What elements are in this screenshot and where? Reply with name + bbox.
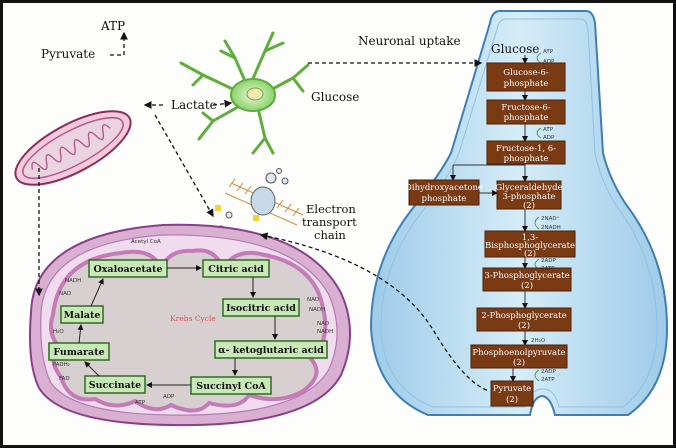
krebs-arrows [77, 265, 278, 388]
adp2-label: ADP [543, 135, 555, 141]
atp4-label: 2ATP [541, 377, 555, 383]
electron-transport-chain [215, 168, 304, 233]
krebs-cofactors: NADH NAD H₂O FADH₂ FAD NAD NADH NAD NADH… [53, 278, 333, 406]
oxaloacetate-text: Oxaloacetate [93, 264, 162, 275]
glycolysis-arrows [450, 55, 528, 382]
krebs-nadh-r: NADH [309, 307, 325, 313]
krebs-nad-r2: NAD [317, 321, 329, 327]
g6p-text-2: phosphate [504, 79, 549, 89]
box-fructose-1-6-phosphate [486, 140, 566, 165]
bpg-text-1: 1,3- [522, 233, 539, 243]
box-3-phosphoglycerate [482, 267, 572, 292]
box-malate [60, 305, 104, 324]
krebs-fadh: FADH₂ [53, 362, 70, 368]
fumarate-text: Fumarate [53, 347, 104, 358]
adp4-label: 2ADP [541, 369, 556, 375]
nadh-label: 2NADH [541, 225, 561, 231]
neuron [179, 31, 310, 155]
glucose-top-label: Glucose [491, 42, 539, 56]
box-citric-acid [202, 259, 270, 278]
krebs-adp: ADP [163, 394, 175, 400]
box-alpha-ketoglutaric-acid [214, 340, 328, 359]
box-pyruvate [490, 380, 534, 407]
g3p-text-2: 3-phosphate [502, 192, 555, 202]
g3p-text-3: (2) [523, 200, 535, 211]
mitochondrion-large [29, 223, 351, 427]
box-dihydroxyacetone-phosphate [408, 179, 480, 206]
krebs-cycle: Oxaloacetate Citric acid Isocitric acid … [48, 259, 328, 395]
krebs-nad-r: NAD [307, 297, 319, 303]
atp-in-label: ATP [543, 49, 554, 55]
f6p-text-1: Fructose-6- [501, 103, 550, 113]
g3p-text-1: Glyceraldehyde [495, 183, 562, 193]
neuronal-uptake-label: Neuronal uptake [358, 34, 461, 48]
krebs-atp: ATP [135, 400, 146, 406]
dashed-connectors [35, 31, 490, 392]
pyr-text-1: Pyruvate [493, 384, 531, 394]
pg3-text-2: (2) [521, 280, 533, 291]
atp3-label: 2ATP [541, 266, 555, 272]
glycolysis-cofactors: ATP ADP ATP ADP 2NAD⁺ 2NADH 2ADP 2ATP 2H… [531, 49, 561, 383]
f16bp-text-1: Fructose-1, 6- [496, 144, 556, 154]
malate-text: Malate [64, 310, 101, 321]
box-bisphosphoglycerate [484, 230, 576, 258]
krebs-nadh-r2: NADH [317, 329, 333, 335]
succinate-text: Succinate [89, 380, 141, 391]
glycolysis-pathway: Glucose-6- phosphate Fructose-6- phospha… [405, 62, 576, 407]
akg-text: α- ketoglutaric acid [218, 345, 324, 356]
atp-label: ATP [100, 19, 125, 33]
box-2-phosphoglycerate [476, 307, 572, 332]
etc-label-2: transport [302, 215, 357, 229]
krebs-h2o-l: H₂O [53, 329, 64, 335]
adp-in-label: ADP [543, 59, 555, 65]
h2o-label: 2H₂O [531, 338, 546, 344]
atp2-label: ATP [543, 127, 554, 133]
adp3-label: 2ADP [541, 258, 556, 264]
dhap-text-1: Dihydroxyacetone [405, 183, 483, 193]
bpg-text-3: (2) [524, 248, 536, 259]
box-fructose-6-phosphate [486, 99, 566, 125]
pyr-text-2: (2) [506, 394, 518, 405]
krebs-fad: FAD [59, 376, 70, 382]
pep-text-2: (2) [513, 357, 525, 368]
succinyl-coa-text: Succinyl CoA [196, 381, 266, 392]
mitochondrion-small [14, 110, 132, 186]
box-glyceraldehyde-3-phosphate [496, 180, 562, 210]
pg2-text-1: 2-Phosphoglycerate [481, 311, 566, 321]
box-isocitric-acid [222, 298, 300, 317]
etc-label-3: chain [314, 228, 346, 242]
pg2-text-2: (2) [518, 320, 530, 331]
f16bp-text-2: phosphate [504, 154, 549, 164]
pep-text-1: Phosphoenolpyruvate [472, 348, 565, 358]
pg3-text-1: 3-Phosphoglycerate [484, 271, 569, 281]
nad-label: 2NAD⁺ [541, 215, 560, 222]
box-succinate [84, 375, 146, 394]
box-glucose-6-phosphate [486, 62, 566, 92]
isocitric-acid-text: Isocitric acid [226, 303, 296, 314]
lactate-label: Lactate [171, 98, 217, 112]
etc-label-1: Electron [306, 202, 356, 216]
glucose-neuron-label: Glucose [311, 90, 359, 104]
dhap-text-2: phosphate [422, 194, 467, 204]
cofactor-curves [534, 52, 542, 382]
bpg-text-2: Bisphosphoglycerate [485, 241, 575, 251]
krebs-cycle-label: Krebs Cycle [170, 314, 216, 323]
metabolism-diagram: Glucose-6- phosphate Fructose-6- phospha… [14, 10, 669, 427]
krebs-nadh-l: NADH [65, 278, 81, 284]
neuron-nucleus [246, 87, 264, 101]
acetyl-coa-label: Acetyl CoA [131, 239, 161, 245]
box-phosphoenolpyruvate [470, 344, 568, 369]
citric-acid-text: Citric acid [208, 264, 264, 275]
f6p-text-2: phosphate [504, 113, 549, 123]
krebs-nad-l: NAD [59, 291, 71, 297]
pyruvate-label: Pyruvate [41, 47, 95, 61]
g6p-text-1: Glucose-6- [503, 68, 549, 78]
